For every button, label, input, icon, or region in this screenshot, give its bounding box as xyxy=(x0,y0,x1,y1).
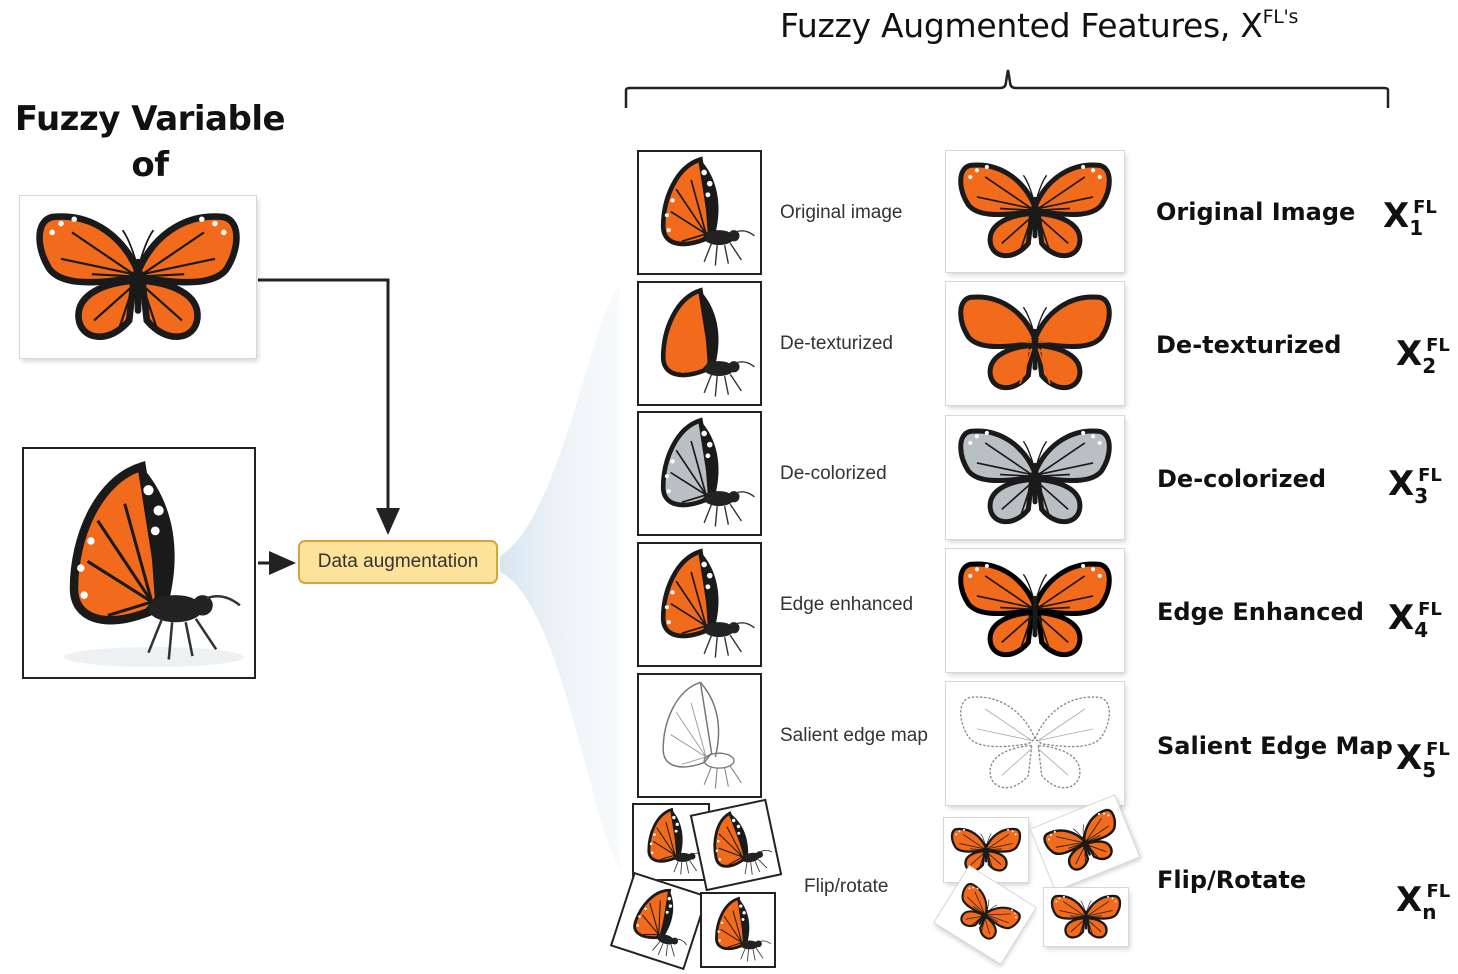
row-1-symbol-sub: 1 xyxy=(1409,216,1424,240)
row-6-big-label: Flip/Rotate xyxy=(1157,866,1307,894)
row-1-symbol-sup: FL xyxy=(1413,197,1437,218)
row-1-big-label: Original Image xyxy=(1156,198,1356,226)
row-1-small-label: Original image xyxy=(780,202,903,223)
row-2-symbol-x: X xyxy=(1396,334,1423,374)
curly-brace xyxy=(624,69,1390,108)
row-1-symbol: X1FL xyxy=(1383,196,1437,240)
row-6-top-image-d xyxy=(1044,888,1128,946)
row-5-big-label: Salient Edge Map xyxy=(1157,732,1393,760)
row-2-symbol: X2FL xyxy=(1396,334,1450,378)
butterfly-top-original-image xyxy=(946,151,1124,272)
row-5-symbol: X5FL xyxy=(1396,738,1450,782)
butterfly-side-edge-enhanced-image xyxy=(639,544,760,665)
row-1-top-image xyxy=(946,151,1124,272)
butterfly-side-flip-c-image xyxy=(626,881,703,964)
row-6-top-image-b xyxy=(1030,795,1140,891)
row-3-symbol-sup: FL xyxy=(1418,465,1442,486)
butterfly-side-edge-map-image xyxy=(662,681,743,790)
row-3-symbol: X3FL xyxy=(1388,464,1442,508)
row-1-side-image xyxy=(637,150,762,275)
augmented-features-title-sup: FL's xyxy=(1262,6,1299,28)
row-4-symbol-x: X xyxy=(1388,598,1415,638)
row-4-symbol-sub: 4 xyxy=(1414,618,1429,642)
row-1-symbol-x: X xyxy=(1383,196,1410,236)
butterfly-top-flip-d-image xyxy=(1050,894,1122,939)
row-6-symbol: XnFL xyxy=(1396,880,1450,924)
row-6-symbol-sub: n xyxy=(1422,900,1437,924)
row-2-small-label: De-texturized xyxy=(780,333,893,354)
row-2-symbol-sub: 2 xyxy=(1422,354,1437,378)
row-5-symbol-sup: FL xyxy=(1426,739,1450,760)
butterfly-top-detexturized-image xyxy=(946,282,1124,405)
butterfly-top-decolorized-image xyxy=(946,416,1124,539)
row-4-top-image xyxy=(946,549,1124,672)
row-5-symbol-sub: 5 xyxy=(1422,758,1437,782)
row-2-symbol-sup: FL xyxy=(1426,335,1450,356)
row-6-symbol-x: X xyxy=(1396,880,1423,920)
butterfly-side-detexturized-image xyxy=(639,283,760,404)
row-3-symbol-x: X xyxy=(1388,464,1415,504)
butterfly-side-image xyxy=(64,449,254,667)
row-5-symbol-x: X xyxy=(1396,738,1423,778)
row-6-small-label: Flip/rotate xyxy=(804,876,889,897)
augmented-features-title: Fuzzy Augmented Features, XFL's xyxy=(780,6,1298,45)
connector-lines xyxy=(258,278,620,870)
row-2-top-image xyxy=(946,282,1124,405)
row-6-side-image-b xyxy=(689,798,783,892)
fuzzy-variable-title-line1: Fuzzy Variable of xyxy=(14,99,286,185)
row-4-side-image xyxy=(637,542,762,667)
source-butterfly-side-view xyxy=(22,447,256,679)
butterfly-top-edge-map-image xyxy=(960,696,1110,789)
row-4-symbol: X4FL xyxy=(1388,598,1442,642)
butterfly-side-decolorized-image xyxy=(639,413,760,534)
row-3-top-image xyxy=(946,416,1124,539)
butterfly-side-original-image xyxy=(639,152,760,273)
row-5-small-label: Salient edge map xyxy=(780,725,928,746)
data-augmentation-label: Data augmentation xyxy=(317,551,479,572)
butterfly-top-edge-enhanced-image xyxy=(946,549,1124,672)
row-6-side-image-c xyxy=(609,871,709,971)
row-4-small-label: Edge enhanced xyxy=(780,594,914,615)
row-6-side-image-d xyxy=(700,892,776,968)
row-3-small-label: De-colorized xyxy=(780,463,887,484)
butterfly-side-flip-b-image xyxy=(706,804,778,883)
row-3-big-label: De-colorized xyxy=(1157,465,1327,493)
row-6-symbol-sup: FL xyxy=(1426,881,1451,902)
row-2-big-label: De-texturized xyxy=(1156,331,1342,359)
row-4-symbol-sup: FL xyxy=(1418,599,1442,620)
row-3-symbol-sub: 3 xyxy=(1414,484,1429,508)
row-4-big-label: Edge Enhanced xyxy=(1157,598,1364,626)
source-butterfly-top-view xyxy=(20,196,256,358)
butterfly-top-flip-a-image xyxy=(950,827,1022,872)
row-5-side-image xyxy=(637,673,762,798)
row-5-top-image xyxy=(946,682,1124,805)
data-augmentation-box: Data augmentation xyxy=(298,540,498,584)
row-3-side-image xyxy=(637,411,762,536)
row-6-top-image-a xyxy=(944,818,1028,882)
butterfly-side-flip-d-image xyxy=(715,897,773,963)
butterfly-top-flip-b-image xyxy=(1041,806,1129,879)
augmented-features-title-text: Fuzzy Augmented Features, X xyxy=(780,6,1263,45)
row-2-side-image xyxy=(637,281,762,406)
